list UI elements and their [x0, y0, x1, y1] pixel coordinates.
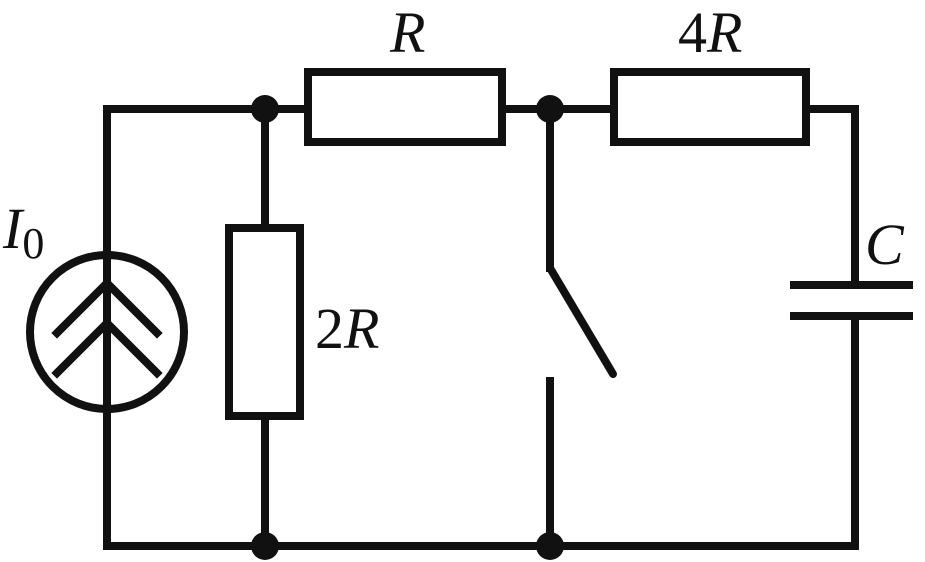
label-resistor-2r-coefficient: 2: [315, 296, 344, 361]
switch-blade: [546, 264, 617, 378]
node-top-left: [251, 95, 279, 123]
arrow-chevron-up-icon-lower: [51, 317, 163, 379]
label-resistor-2r: 2R: [315, 300, 379, 358]
label-source-symbol: I: [3, 196, 23, 261]
resistor-r: [304, 68, 506, 146]
current-source: [26, 251, 188, 413]
label-resistor-4r-coefficient: 4: [678, 0, 707, 65]
node-top-middle: [536, 95, 564, 123]
wires: [103, 105, 859, 550]
label-source-current: I0: [3, 200, 44, 266]
label-capacitor: C: [865, 212, 904, 277]
resistor-2r: [225, 224, 304, 420]
arrow-chevron-up-icon: [51, 277, 163, 339]
label-resistor-r: R: [390, 0, 426, 65]
resistor-4r: [610, 68, 810, 146]
node-bottom-middle: [536, 532, 564, 560]
label-resistor-4r: 4R: [678, 4, 742, 62]
label-source-subscript: 0: [22, 219, 45, 268]
junction-nodes: [251, 95, 564, 560]
node-bottom-left: [251, 532, 279, 560]
label-resistor-4r-symbol: R: [707, 0, 743, 65]
label-resistor-2r-symbol: R: [344, 296, 380, 361]
